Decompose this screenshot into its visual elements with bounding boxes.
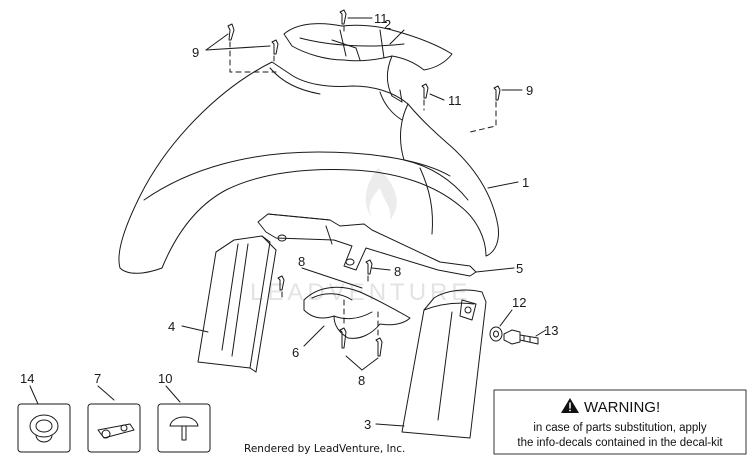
leader-11b [429, 93, 445, 101]
inset-part-10 [157, 403, 211, 453]
warning-line-2: the info-decals contained in the decal-k… [517, 437, 723, 449]
inset-part-14 [17, 403, 71, 453]
screw-8-bottom-a [339, 327, 347, 349]
callout-labels: 1 2 3 4 5 6 7 8 8 8 9 9 10 11 11 12 13 1… [20, 11, 558, 432]
callout-11a: 11 [374, 11, 388, 26]
callout-10: 10 [158, 371, 172, 386]
callout-4: 4 [168, 319, 175, 334]
leader-1 [487, 181, 519, 189]
screw-8-left [277, 275, 285, 291]
leader-lines [29, 17, 547, 427]
part-1-front-fender [118, 61, 499, 274]
part-13-bolt [503, 329, 539, 345]
screw-11-top [339, 9, 347, 25]
leader-13 [535, 329, 547, 337]
leader-3 [375, 423, 405, 427]
inset-part-7 [87, 403, 141, 453]
part-3-right-fork-guard [401, 289, 487, 439]
leader-8b [371, 267, 391, 271]
callout-9b: 9 [526, 83, 533, 98]
leader-5 [475, 267, 515, 273]
part-2-cover [283, 23, 453, 103]
callout-2: 2 [384, 17, 391, 32]
part-12-washer [489, 326, 503, 342]
callout-13: 13 [544, 323, 558, 338]
callout-1: 1 [522, 175, 529, 190]
warning-line-1: in case of parts substitution, apply [533, 422, 706, 434]
warning-title: WARNING! [584, 399, 660, 416]
screws [227, 9, 501, 357]
part-6-deflector-plate [303, 286, 411, 339]
leader-14 [29, 385, 39, 405]
callout-6: 6 [292, 345, 299, 360]
screw-9-mid [271, 39, 279, 55]
screw-9-right [493, 85, 501, 101]
assembly-lines [229, 25, 497, 337]
callout-14: 14 [20, 371, 34, 386]
leader-7 [97, 385, 115, 401]
screw-9-left [227, 23, 235, 41]
callout-8c: 8 [358, 373, 365, 388]
part-5-bracket [257, 213, 477, 277]
leader-4 [181, 325, 209, 333]
leader-9a [205, 33, 229, 51]
screw-8-right [365, 259, 373, 275]
leader-12 [499, 309, 513, 327]
leader-6 [303, 325, 325, 347]
screw-11-mid [421, 83, 429, 99]
callout-9a: 9 [192, 45, 199, 60]
leader-9b [205, 45, 271, 51]
callout-7: 7 [94, 371, 101, 386]
screw-8-bottom-b [375, 337, 383, 357]
leader-8c [345, 355, 379, 371]
footer-rendered-by: Rendered by LeadVenture, Inc. [244, 443, 405, 455]
callout-8b: 8 [394, 264, 401, 279]
leader-8a [301, 267, 363, 289]
watermark-flame-icon [365, 168, 397, 220]
callout-12: 12 [512, 295, 526, 310]
callout-8a: 8 [298, 254, 305, 269]
leader-2 [389, 29, 405, 45]
callout-3: 3 [364, 417, 371, 432]
warning-box [493, 389, 747, 455]
callout-5: 5 [516, 261, 523, 276]
leader-10 [165, 385, 181, 403]
part-4-left-fork-guard [197, 235, 277, 373]
callout-11b: 11 [448, 93, 462, 108]
